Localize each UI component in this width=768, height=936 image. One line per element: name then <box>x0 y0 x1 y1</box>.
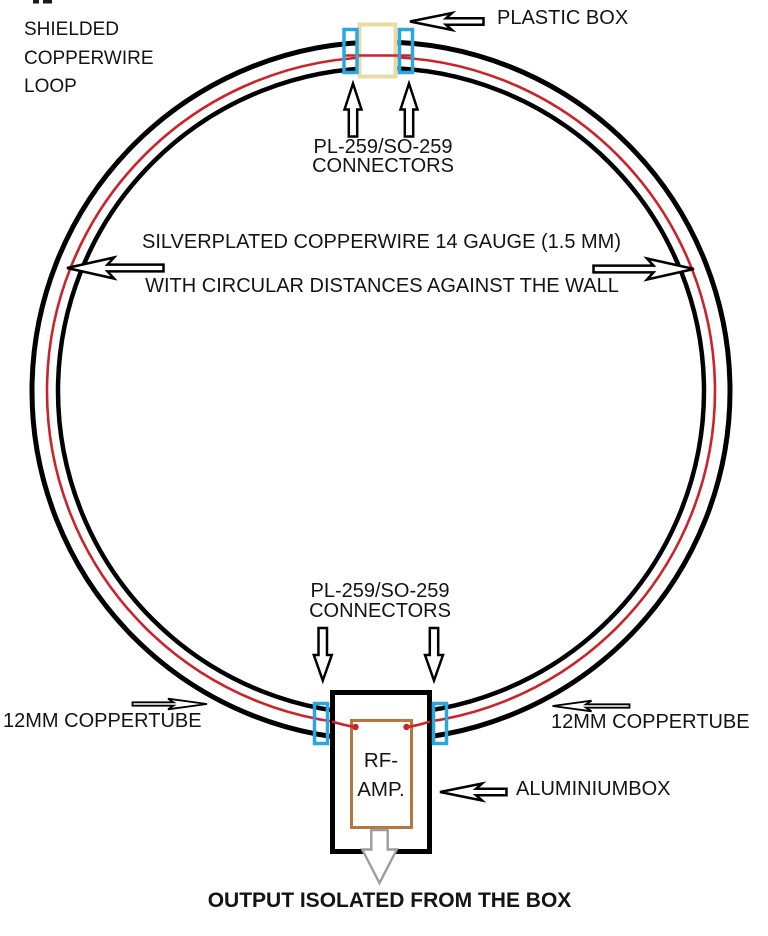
wire-arrow-right-icon <box>592 256 695 282</box>
up-arrow-right-icon <box>398 79 420 138</box>
cropped-text-artifact <box>43 0 52 4</box>
plastic-box <box>357 22 398 79</box>
bottom-left-connector <box>312 701 330 746</box>
top-connectors-label-line2: CONNECTORS <box>312 154 454 177</box>
tube-arrow-left-icon <box>131 697 208 711</box>
wire-terminal-dot-right <box>403 723 410 731</box>
output-label: OUTPUT ISOLATED FROM THE BOX <box>207 889 572 912</box>
right-coppertube-label: 12MM COPPERTUBE <box>551 711 750 733</box>
down-arrow-right-icon <box>423 626 445 685</box>
up-arrow-left-icon <box>342 79 364 138</box>
bottom-connectors-label: PL-259/SO-259 CONNECTORS <box>280 581 480 621</box>
rf-amp-label-line1: RF- <box>363 749 399 772</box>
top-connectors-label: PL-259/SO-259 CONNECTORS <box>283 136 483 177</box>
top-connectors-label-line1: PL-259/SO-259 <box>313 136 453 158</box>
bottom-connectors-label-line1: PL-259/SO-259 <box>310 580 450 602</box>
top-left-connector <box>342 27 359 75</box>
cropped-text-artifact <box>33 0 39 4</box>
shielded-loop-label-line3: LOOP <box>24 76 77 97</box>
shielded-loop-label-line2: COPPERWIRE <box>24 47 154 69</box>
output-arrow-icon <box>360 828 399 886</box>
down-arrow-left-icon <box>312 626 334 685</box>
rf-amp-box <box>350 719 413 829</box>
tube-arrow-right-icon <box>552 699 631 713</box>
plastic-box-label: PLASTIC BOX <box>497 7 629 29</box>
wire-terminal-dot-left <box>352 723 359 731</box>
rf-amp-label-line2: AMP. <box>357 777 405 801</box>
wire-spec-line2: WITH CIRCULAR DISTANCES AGAINST THE WALL <box>145 275 619 297</box>
shielded-loop-label-line1: SHIELDED <box>24 19 120 40</box>
aluminiumbox-label: ALUMINIUMBOX <box>516 778 671 800</box>
left-coppertube-label: 12MM COPPERTUBE <box>3 710 202 732</box>
rf-amp-label: RF- AMP. <box>331 747 431 804</box>
wire-spec-line1: SILVERPLATED COPPERWIRE 14 GAUGE (1.5 MM… <box>141 231 621 253</box>
wire-arrow-left-icon <box>66 255 165 281</box>
shielded-loop-label: SHIELDED COPPERWIRE LOOP <box>24 16 154 102</box>
plastic-box-arrow-icon <box>409 10 485 33</box>
bottom-right-connector <box>431 701 449 746</box>
top-right-connector <box>397 27 415 75</box>
aluminiumbox-arrow-icon <box>439 781 508 803</box>
bottom-connectors-label-line2: CONNECTORS <box>309 600 451 622</box>
